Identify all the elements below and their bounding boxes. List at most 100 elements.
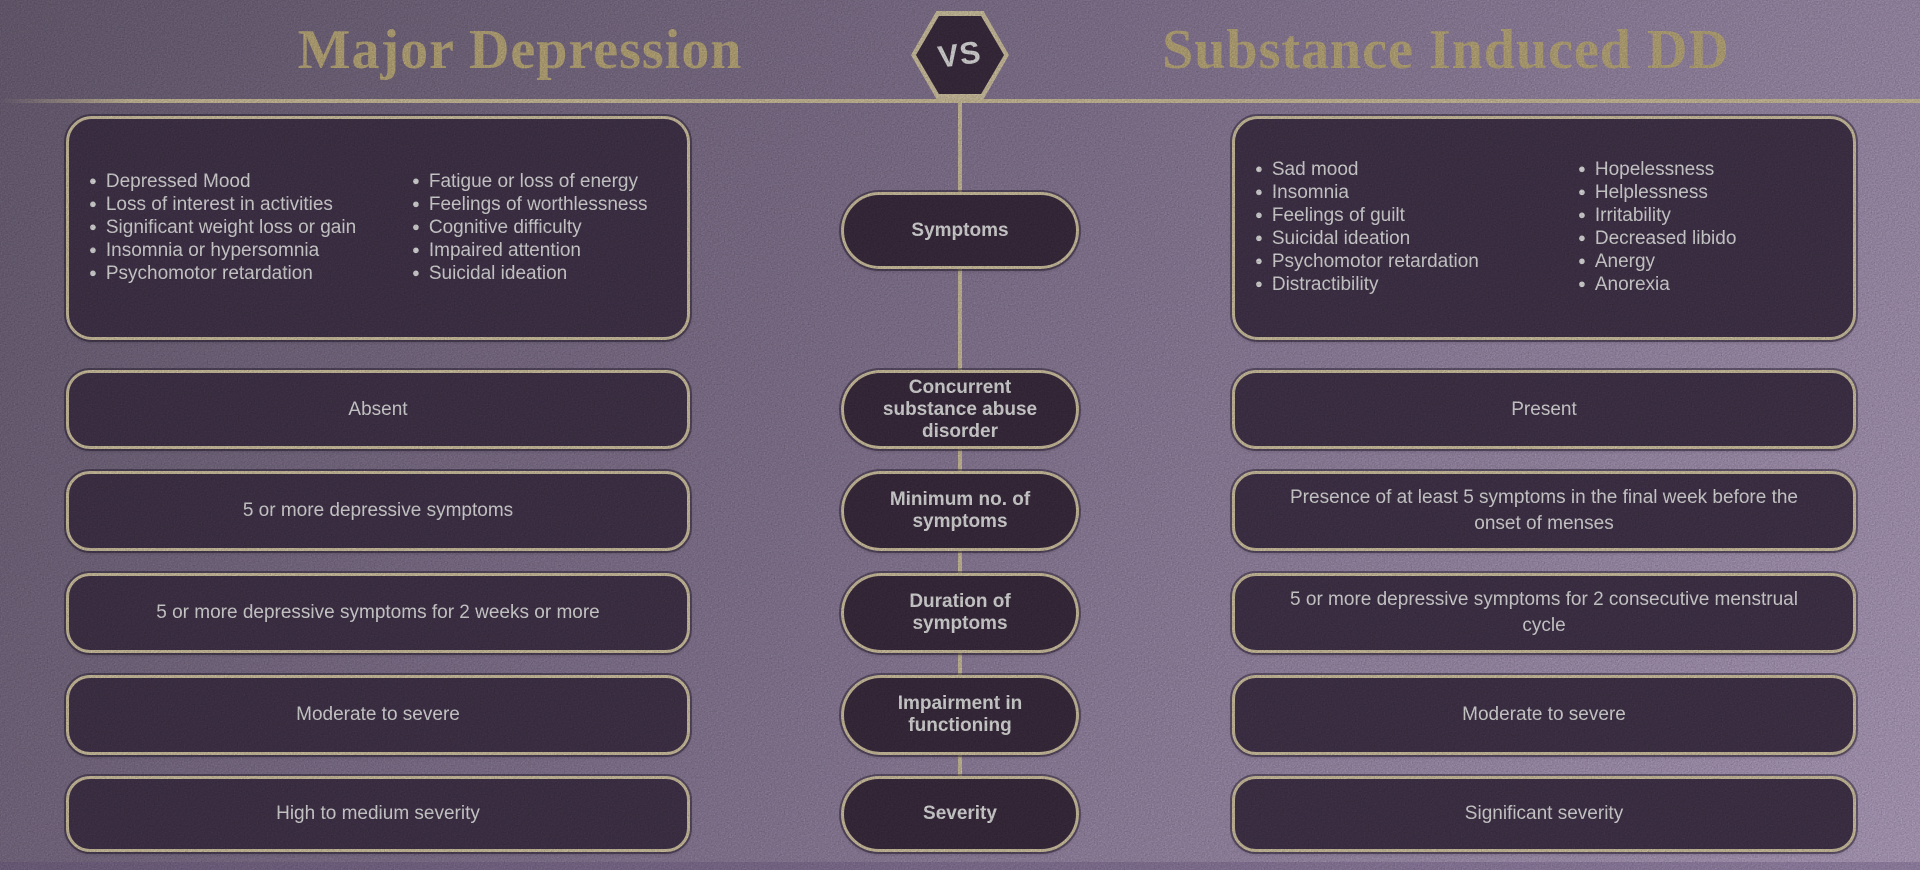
left-column-title: Major Depression [297, 19, 743, 81]
symptom-label: Impaired attention [428, 239, 581, 261]
left-row-concurrent-substance: Absent [64, 368, 692, 451]
bullet-icon: ● [1578, 184, 1586, 199]
symptom-item: ● Feelings of worthlessness [412, 194, 669, 217]
symptom-label: Cognitive difficulty [428, 216, 582, 238]
right-row-minimum-symptoms: Presence of at least 5 symptoms in the f… [1230, 469, 1858, 553]
left-row-minimum-symptoms: 5 or more depressive symptoms [64, 469, 692, 553]
symptom-label: Psychomotor retardation [1271, 251, 1479, 272]
symptom-label: Feelings of guilt [1271, 205, 1405, 226]
symptom-label: Fatigue or loss of energy [428, 170, 638, 192]
bottom-edge-shade [0, 862, 1920, 870]
pill-label: Duration of symptoms [909, 591, 1011, 634]
left-row-severity: High to medium severity [64, 774, 692, 854]
vs-label: VS [936, 34, 984, 75]
right-symptoms-column-2: ●Hopelessness ●Helplessness ●Irritabilit… [1578, 159, 1835, 297]
row-value: Moderate to severe [1462, 704, 1626, 725]
symptom-item: ●Irritability [1578, 205, 1835, 228]
right-row-concurrent-substance: Present [1230, 368, 1858, 451]
symptom-item: ● Psychomotor retardation [1255, 251, 1578, 274]
vs-badge: VS [911, 11, 1009, 99]
bullet-icon: ● [412, 264, 420, 280]
bullet-icon: ● [1255, 184, 1263, 199]
symptom-item: ●Psychomotor retardation [89, 263, 412, 286]
symptom-item: ● Suicidal ideation [1255, 228, 1578, 251]
row-value: Present [1511, 398, 1577, 420]
row-value: 5 or more depressive symptoms for 2 cons… [1290, 589, 1798, 636]
symptom-label: Insomnia [1271, 182, 1349, 203]
symptom-item: ●Decreased libido [1578, 228, 1835, 251]
symptom-item: ●Hopelessness [1578, 159, 1835, 182]
right-column-title: Substance Induced DD [1162, 19, 1730, 81]
right-row-duration-symptoms: 5 or more depressive symptoms for 2 cons… [1230, 571, 1858, 655]
symptom-item: ● Significant weight loss or gain [89, 217, 412, 240]
symptom-item: ● Feelings of guilt [1255, 205, 1578, 228]
left-row-impairment: Moderate to severe [64, 673, 692, 757]
bullet-icon: ● [412, 172, 420, 188]
bullet-icon: ● [1578, 253, 1586, 268]
pill-label: Impairment in functioning [897, 693, 1023, 736]
row-value: Significant severity [1464, 803, 1624, 824]
bullet-icon: ● [89, 218, 97, 234]
symptom-item: ● Distractibility [1255, 274, 1578, 297]
bullet-icon: ● [1255, 207, 1263, 222]
symptom-label: Sad mood [1271, 159, 1359, 180]
symptom-item: ● Insomnia or hypersomnia [89, 240, 412, 263]
bullet-icon: ● [1255, 230, 1263, 245]
bullet-icon: ● [1255, 276, 1263, 291]
symptom-label: Anorexia [1594, 274, 1670, 295]
left-row-duration-symptoms: 5 or more depressive symptoms for 2 week… [64, 571, 692, 655]
bullet-icon: ● [412, 218, 420, 234]
bullet-icon: ● [89, 264, 97, 280]
bullet-icon: ● [1255, 253, 1263, 268]
symptom-item: ● Impaired attention [412, 240, 669, 263]
bullet-icon: ● [89, 195, 97, 211]
row-value: 5 or more depressive symptoms for 2 week… [156, 602, 600, 623]
bullet-icon: ● [1255, 161, 1263, 176]
bullet-icon: ● [412, 241, 420, 257]
symptom-item: ● Depressed Mood [89, 171, 412, 194]
pill-severity: Severity [839, 774, 1081, 854]
symptom-item: ● Insomnia [1255, 182, 1578, 205]
symptom-label: Distractibility [1271, 274, 1379, 295]
symptom-item: ● Helplessness [1578, 182, 1835, 205]
bullet-icon: ● [89, 172, 97, 188]
row-value: 5 or more depressive symptoms [242, 500, 514, 521]
symptom-label: Suicidal ideation [428, 262, 568, 284]
symptom-item: ● Suicidal ideation [412, 263, 669, 286]
symptom-label: Depressed Mood [105, 170, 251, 192]
row-value: Absent [348, 398, 408, 420]
symptom-label: Suicidal ideation [1271, 228, 1411, 249]
bullet-icon: ● [89, 241, 97, 257]
left-symptoms-column-2: ● Fatigue or loss of energy ● Feelings of … [412, 171, 669, 286]
row-value: Presence of at least 5 symptoms in the f… [1290, 487, 1798, 534]
symptom-label: Anergy [1594, 251, 1656, 272]
symptom-item: ●Anorexia [1578, 274, 1835, 297]
vs-badge-inner: VS [916, 16, 1004, 94]
symptom-label: Loss of interest in activities [105, 193, 333, 215]
symptom-label: Hopelessness [1594, 159, 1715, 180]
pill-label: Minimum no. of symptoms [889, 489, 1031, 532]
bullet-icon: ● [1578, 207, 1586, 222]
bullet-icon: ● [412, 195, 420, 211]
symptom-item: ● Fatigue or loss of energy [412, 171, 669, 194]
left-symptoms-column-1: ● Depressed Mood ● Loss of interest in act… [89, 171, 412, 286]
symptom-item: ● Cognitive difficulty [412, 217, 669, 240]
pill-concurrent-substance-abuse: Concurrent substance abuse disorder [839, 368, 1081, 451]
pill-impairment-functioning: Impairment in functioning [839, 673, 1081, 757]
pill-duration-symptoms: Duration of symptoms [839, 571, 1081, 655]
pill-label: Severity [923, 803, 997, 824]
row-value: Moderate to severe [296, 704, 460, 725]
pill-label: Concurrent substance abuse disorder [882, 376, 1038, 442]
symptom-label: Significant weight loss or gain [105, 216, 357, 238]
symptom-label: Helplessness [1594, 182, 1708, 203]
symptom-label: Insomnia or hypersomnia [105, 239, 320, 261]
right-symptoms-column-1: ● Sad mood ● Insomnia ● Feelings of guilt ●… [1255, 159, 1578, 297]
pill-label: Symptoms [911, 219, 1009, 241]
right-row-impairment: Moderate to severe [1230, 673, 1858, 757]
symptom-item: ● Anergy [1578, 251, 1835, 274]
symptom-label: Feelings of worthlessness [428, 193, 648, 215]
left-symptoms-box: ● Depressed Mood ● Loss of interest in act… [64, 114, 692, 342]
row-value: High to medium severity [276, 803, 480, 824]
symptom-item: ● Loss of interest in activities [89, 194, 412, 217]
